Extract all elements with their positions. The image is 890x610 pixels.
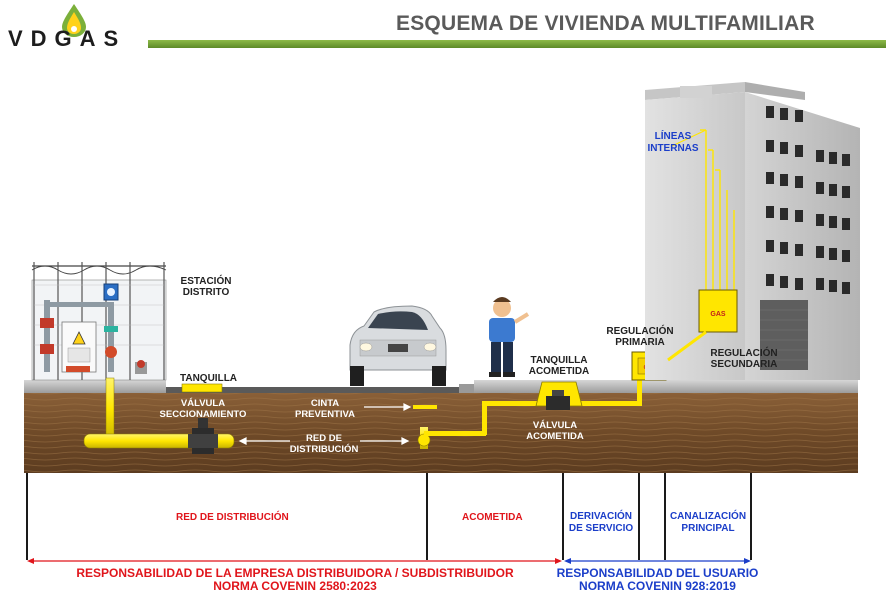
tanquilla-box	[181, 383, 223, 393]
person	[489, 297, 530, 377]
label-tanquilla: TANQUILLA	[180, 373, 238, 384]
responsabilidad-empresa: RESPONSABILIDAD DE LA EMPRESA DISTRIBUID…	[76, 566, 514, 593]
title-divider	[148, 40, 886, 48]
svg-text:GAS: GAS	[710, 311, 726, 318]
car	[349, 305, 447, 386]
sectioning-valve	[188, 418, 218, 454]
page-title: ESQUEMA DE VIVIENDA MULTIFAMILIAR	[396, 12, 815, 35]
tanquilla-acometida	[535, 381, 583, 410]
sidewalk-left	[24, 380, 166, 393]
road	[166, 387, 459, 393]
segment-red-distribucion: RED DE DISTRIBUCIÓN	[176, 512, 289, 523]
district-station	[31, 262, 167, 381]
segment-acometida: ACOMETIDA	[462, 512, 523, 523]
secondary-regulator	[698, 289, 738, 333]
vdgas-flame-icon	[62, 4, 86, 37]
multifamily-building: GAS	[645, 82, 860, 380]
warning-tape	[413, 405, 437, 409]
brand-logo: VDGAS	[8, 26, 127, 51]
sidewalk-right	[474, 380, 858, 393]
